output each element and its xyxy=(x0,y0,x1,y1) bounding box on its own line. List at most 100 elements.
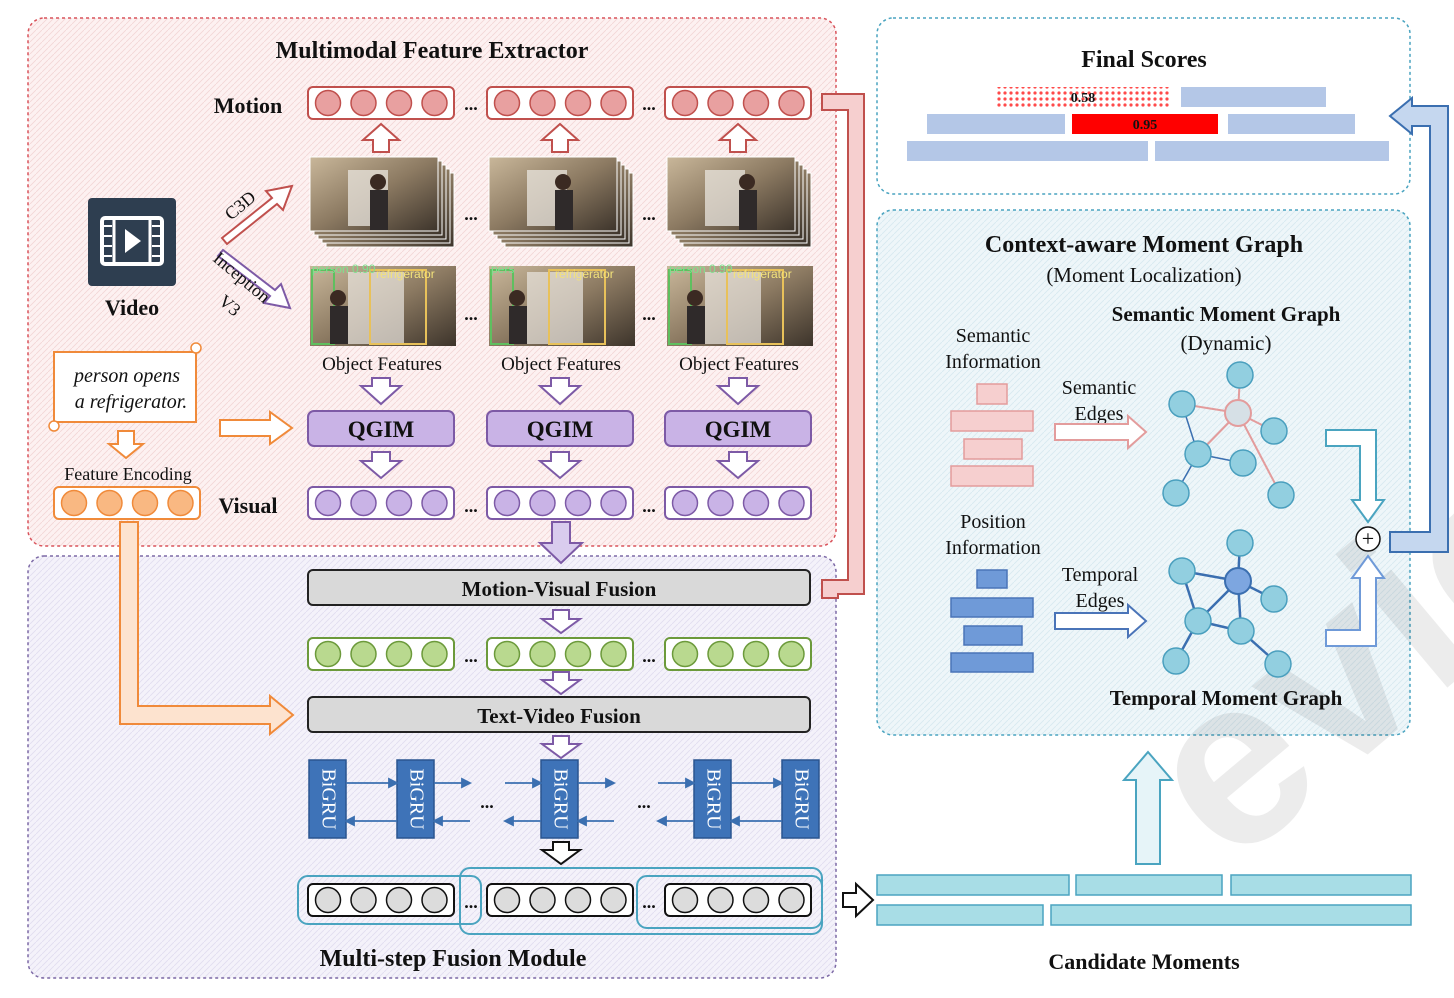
feature-node xyxy=(707,886,734,914)
position-info-label-1: Position xyxy=(960,511,1026,533)
ellipsis: ... xyxy=(464,646,478,666)
ellipsis: ... xyxy=(642,496,656,516)
position-info-label-2: Information xyxy=(945,537,1041,559)
motion-feature-box xyxy=(664,86,812,120)
visual-label: Visual xyxy=(218,493,277,518)
feature-node xyxy=(314,489,342,517)
bigru-connection-arrows xyxy=(431,777,473,827)
feature-node xyxy=(600,886,627,914)
feature-node xyxy=(671,489,699,517)
to-candidates-arrow xyxy=(842,881,875,919)
qgim-box xyxy=(664,410,812,447)
ellipsis: ... xyxy=(464,204,478,224)
ellipsis: ... xyxy=(464,94,478,114)
bigru-label: BiGRU xyxy=(702,768,724,830)
fused-feature-box xyxy=(307,637,455,671)
score-bar-high xyxy=(1072,114,1218,134)
feature-node xyxy=(671,89,699,117)
output-feature-box xyxy=(307,883,455,917)
fusion-down-arrow-1 xyxy=(538,609,584,635)
final-scores-title: Final Scores xyxy=(1081,47,1207,73)
object-features-label: Object Features xyxy=(679,354,799,375)
feature-node xyxy=(742,89,770,117)
motion-feature-box xyxy=(486,86,634,120)
feature-node xyxy=(385,886,413,914)
detection-label: refrigerator xyxy=(555,267,614,281)
video-clip-stack xyxy=(488,156,634,248)
extractor-title: Multimodal Feature Extractor xyxy=(276,38,589,64)
detection-label: pers xyxy=(491,262,514,276)
feature-node xyxy=(421,886,448,914)
video-icon xyxy=(88,198,176,286)
feature-node xyxy=(350,89,377,117)
motion-visual-fusion-label: Motion-Visual Fusion xyxy=(462,577,657,601)
feature-node xyxy=(421,89,448,117)
window-outline-3 xyxy=(636,875,823,929)
feature-node xyxy=(314,886,342,914)
semantic-graph-subtitle: (Dynamic) xyxy=(1181,331,1272,355)
object-features-label: Object Features xyxy=(501,354,621,375)
object-down-arrow xyxy=(537,377,583,406)
semantic-info-label-1: Semantic xyxy=(956,325,1031,347)
bigru-block: BiGRU xyxy=(308,759,347,839)
output-feature-box xyxy=(486,883,634,917)
score-bars xyxy=(907,87,1389,161)
feature-node xyxy=(600,89,627,117)
object-down-arrow xyxy=(715,377,761,406)
position-info-bars xyxy=(950,569,1034,673)
feature-node xyxy=(778,640,805,668)
feature-node xyxy=(707,489,734,517)
object-features-label: Object Features xyxy=(322,354,442,375)
fusion-down-arrow-2 xyxy=(538,671,584,696)
bigru-connection-arrows xyxy=(655,777,697,827)
motion-up-arrow xyxy=(717,122,759,153)
feature-node xyxy=(350,489,377,517)
qgim-down-arrow xyxy=(715,451,761,480)
encoding-to-textvideo-arrow xyxy=(119,521,295,737)
feature-node xyxy=(350,886,377,914)
feature-node xyxy=(167,489,194,517)
motion-visual-fusion-bar xyxy=(307,569,811,606)
feature-node xyxy=(778,89,805,117)
text-video-fusion-label: Text-Video Fusion xyxy=(477,704,641,728)
bigru-block: BiGRU xyxy=(781,759,820,839)
feature-node xyxy=(600,640,627,668)
qgim-label: QGIM xyxy=(348,417,415,442)
qgim-label: QGIM xyxy=(705,417,772,442)
feature-node xyxy=(529,489,556,517)
ellipsis: ... xyxy=(642,204,656,224)
bigru-label: BiGRU xyxy=(549,768,571,830)
bigru-block: BiGRU xyxy=(693,759,732,839)
feature-node xyxy=(493,489,521,517)
bigru-block: BiGRU xyxy=(540,759,579,839)
fused-feature-box xyxy=(486,637,634,671)
ellipsis: ... xyxy=(464,892,478,912)
semantic-info-label-2: Information xyxy=(945,351,1041,373)
semantic-graph-title: Semantic Moment Graph xyxy=(1112,302,1341,326)
feature-node xyxy=(350,640,377,668)
candidate-moments-label: Candidate Moments xyxy=(1048,949,1240,974)
qgim-down-arrow xyxy=(537,451,583,480)
bigru-down-arrow xyxy=(538,841,584,866)
motion-feature-box xyxy=(307,86,455,120)
motion-label: Motion xyxy=(214,93,282,118)
ellipsis: ... xyxy=(642,94,656,114)
fused-feature-box xyxy=(664,637,812,671)
feature-node xyxy=(529,640,556,668)
feature-node xyxy=(564,89,592,117)
feature-node xyxy=(671,640,699,668)
qgim-label: QGIM xyxy=(527,417,594,442)
visual-feature-box xyxy=(486,486,634,520)
query-down-arrow xyxy=(106,430,146,460)
semantic-graph xyxy=(1162,361,1295,509)
video-clip-stack xyxy=(666,156,812,248)
feature-node xyxy=(493,886,521,914)
feature-node xyxy=(529,89,556,117)
svg-text:+: + xyxy=(1362,526,1374,551)
feature-node xyxy=(707,640,734,668)
bigru-connection-arrows xyxy=(728,777,785,827)
